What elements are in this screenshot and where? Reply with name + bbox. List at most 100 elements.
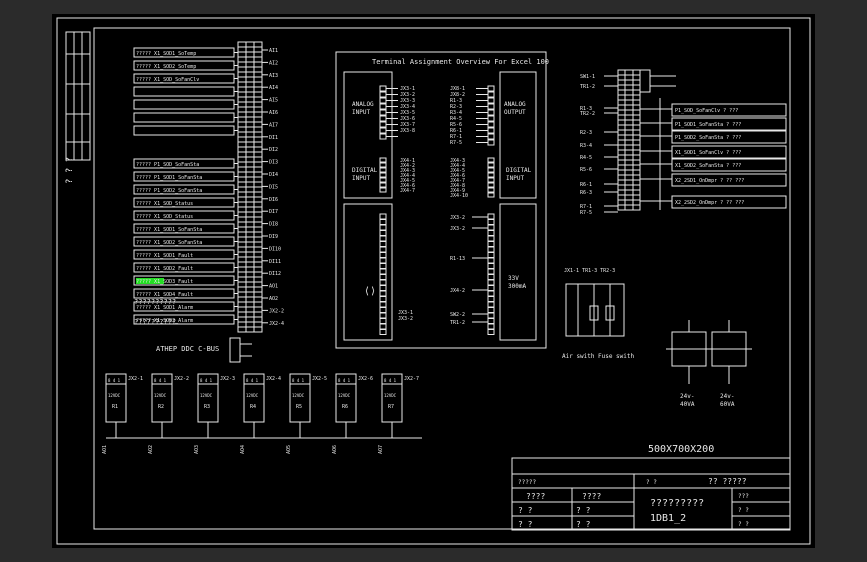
relay-coil: 12VDC [108,393,121,398]
device-label: ????? X1_SOD_SoFanClv [136,77,199,83]
bottom-right-pin [487,323,495,330]
right-device-label: X1_SOD1_SoFanClv ? ??? [675,150,741,156]
terminal-label: AI5 [269,98,278,104]
di-pin-label: JX4-1 [400,158,415,164]
relay-coil: 12VDC [246,393,259,398]
right-switch-label: R5-6 [580,167,592,173]
device-label: ????? X1_SOD2_SoTemp [136,64,196,70]
right-device-label: X2_2SD1_OnDmpr ? ?? ??? [675,178,744,184]
relay-pins: 8 4 1 [338,378,351,383]
ao-pin-label: R4-5 [450,116,462,122]
transformer-blocks: 24v- 40VA 24v- 60VA [666,320,752,408]
right-device-box [671,117,787,131]
bottom-left-pin [379,246,387,253]
do-pin [487,172,495,178]
relay-out-label: AO7 [378,445,384,454]
ai-pin [379,127,387,134]
terminal-label: DI5 [269,184,278,190]
ao-pin [487,115,495,122]
terminal-label: DI3 [269,160,278,166]
di-pin [379,187,387,193]
bottom-left-pin [379,230,387,236]
terminal-label: DI4 [269,172,278,178]
analog-input-label-2: INPUT [352,109,370,116]
bottom-right-pin [487,274,495,280]
do-pin-label: JX4-5 [450,168,465,174]
bottom-right-pin [487,318,495,324]
ao-pin-label: R3-4 [450,110,462,116]
right-switch-label: R3-4 [580,143,592,149]
cell-left-5: ? ? [518,520,533,529]
device-label: ????? P1_SOD2_SoFanSta [136,188,202,194]
relay-jx: JX2-3 [220,376,235,382]
do-pin-label: JX4-3 [450,158,465,164]
device-box [133,99,235,110]
relay-jx: JX2-1 [128,376,143,382]
drawing-canvas: ? ? ? ????? X1_SOD1_SoTemp????? X1_SOD2_… [52,14,815,548]
terminal-label: AI2 [269,60,278,66]
ai-pin [379,115,387,122]
bus-connector [229,337,252,363]
bottom-left-pin [379,241,387,247]
do-pin-label: JX4-9 [450,188,465,194]
di-pin [379,167,387,173]
cell-left-3: ? ? [518,506,533,515]
ao-pin-label: R6-1 [450,128,462,134]
device-box [133,125,235,136]
do-pin [487,157,495,163]
bottom-right-pin [487,241,495,247]
analog-output-label-1: ANALOG [504,101,526,108]
di-pin-label: JX4-6 [400,183,415,189]
relay-pins: 8 4 1 [246,378,259,383]
electrical-schematic: ? ? ? ????? X1_SOD1_SoTemp????? X1_SOD2_… [56,17,811,545]
right-device-box [671,103,787,117]
ai-pin-label: JX3-2 [400,92,415,98]
drawing-number: 1DB1_2 [650,513,686,524]
right-switch-label: R7-5 [580,210,592,216]
ao-pin-label: JX8-1 [450,86,465,92]
digital-output-label-1: DIGITAL [506,167,532,174]
ao-pin [487,121,495,128]
relay-coil: 12VDC [200,393,213,398]
bottom-right-pin [487,285,495,291]
analog-output-label-2: OUTPUT [504,109,526,116]
power-block-left [343,203,393,341]
title-header-mid: ? ? [646,479,657,486]
relay-label: R2 [158,404,164,410]
ai-pin [379,103,387,110]
terminal-label: AO1 [269,284,278,290]
di-pin [379,172,387,178]
cell-right-2: ? ? [738,507,749,514]
bottom-right-pin [487,235,495,242]
bottom-left-pin [379,279,387,286]
bottom-right-pin [487,263,495,269]
ao-pin [487,109,495,116]
terminal-label: JX2-4 [269,321,284,327]
inner-frame [93,27,791,530]
supply-label-1: 33V [508,275,519,282]
fuse-switch-label: Fuse swith [598,353,635,360]
device-label: ????? P1_SOD1_SoFanSta [136,175,202,181]
ai-pin-label: JX3-1 [400,86,415,92]
bottom-right-pin [487,268,495,275]
ao-pin-label: R5-6 [450,122,462,128]
right-device-box [671,173,787,187]
terminal-label: DI6 [269,197,278,203]
tr2-power: 60VA [720,401,735,408]
bottom-left-pin [379,307,387,313]
do-pin [487,162,495,168]
right-device-label: P1_SOD1_SoFanSta ? ??? [675,122,741,128]
terminal-label: AO2 [269,296,278,302]
right-device-box [671,158,787,172]
right-switch-label: R4-5 [580,155,592,161]
ao-pin [487,127,495,134]
right-terminal-strip: SW1-1TR1-2R1-3TR2-2R2-3R3-4R4-5R5-6R6-1R… [580,69,787,216]
ao-pin-label: R1-3 [450,98,462,104]
ai-pin-label: JX3-5 [400,110,415,116]
bus-label: ATHEP DDC C-BUS [156,345,219,353]
device-label: ????? X1_SOD_Status [136,201,193,207]
relay-out-label: AO4 [240,445,246,454]
device-label: ????? X1_SOD2_Alarm [136,318,193,324]
do-pin-label: JX4-4 [450,163,465,169]
bottom-pin-label: TR1-2 [450,320,465,326]
